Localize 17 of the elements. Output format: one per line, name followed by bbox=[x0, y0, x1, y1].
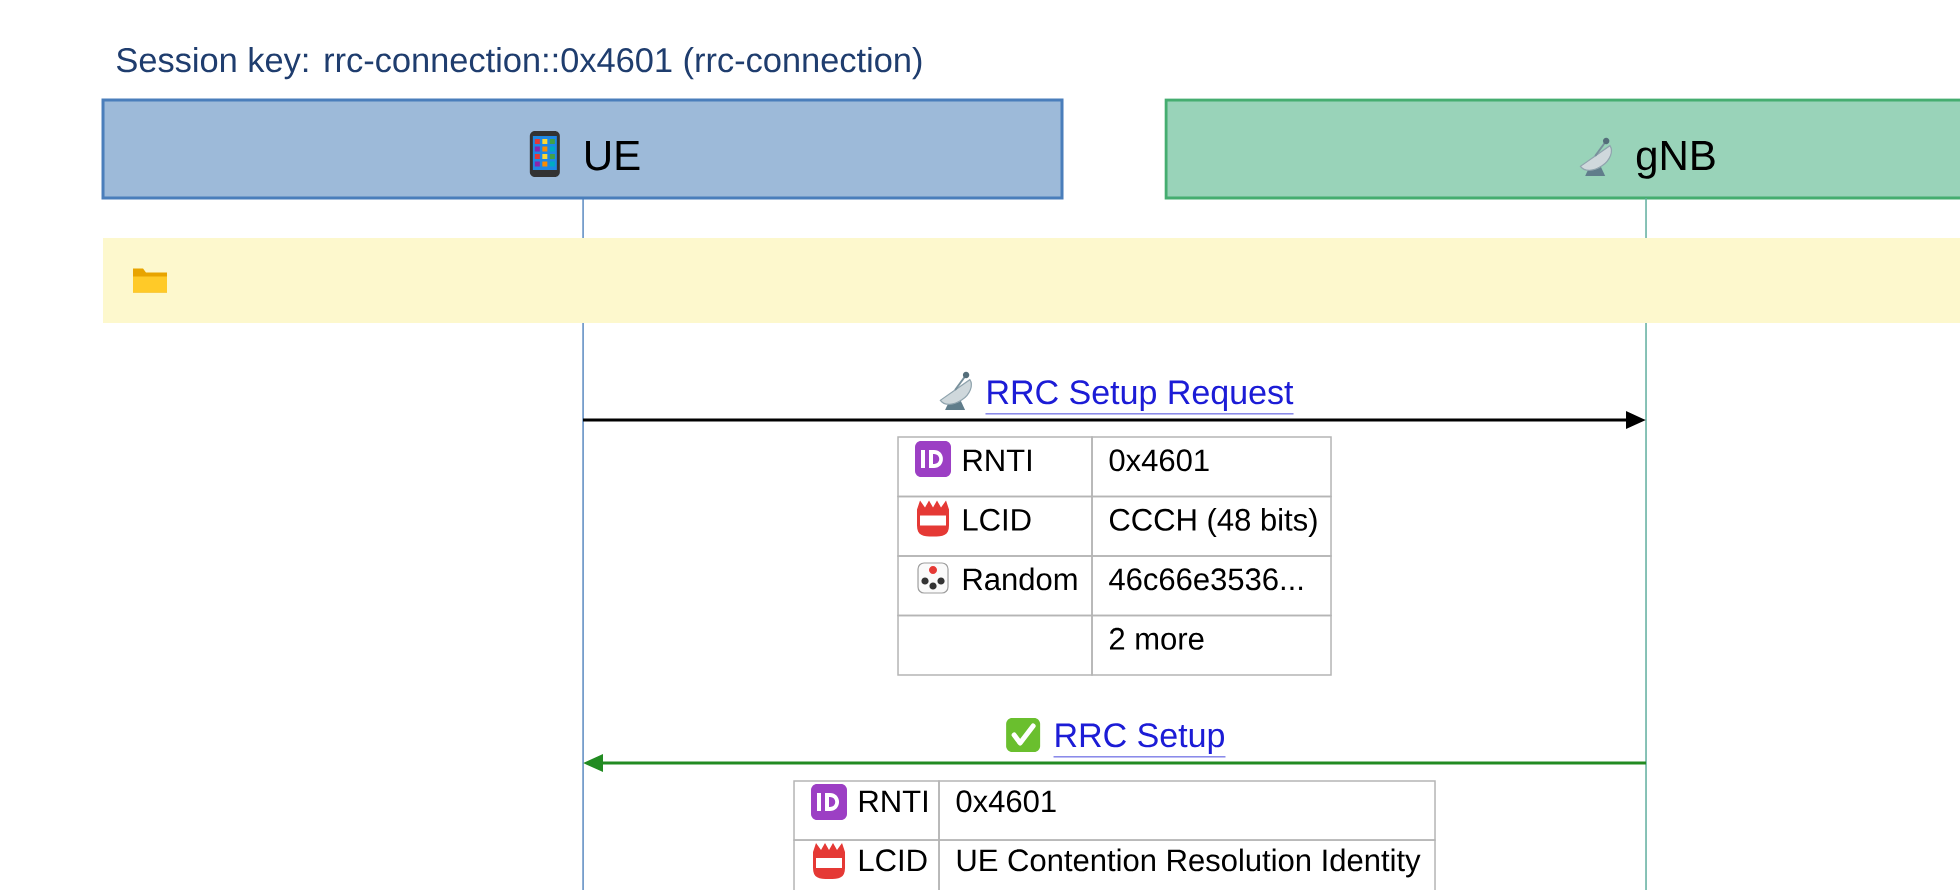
table-cell: CCCH (48 bits) bbox=[1091, 495, 1332, 557]
edge-label: RRC Setup Request bbox=[985, 380, 1294, 415]
table-cell: 46c66e3536... bbox=[1091, 555, 1332, 617]
table-cell: LCID bbox=[793, 839, 940, 890]
table-cell: RNTI bbox=[897, 436, 1093, 498]
table-cell: UE Contention Resolution Identity bbox=[938, 839, 1436, 890]
table-cell: Random bbox=[897, 555, 1093, 617]
edge-label: RRC Setup bbox=[1053, 723, 1226, 758]
participant-box: gNB bbox=[1164, 98, 1960, 200]
participant-box: UE bbox=[101, 98, 1064, 200]
table-cell: LCID bbox=[897, 495, 1093, 557]
table-cell: 2 more bbox=[1091, 614, 1332, 676]
title: Session key: rrc-connection::0x4601 (rrc-connection) bbox=[116, 47, 922, 80]
table-cell: RNTI bbox=[793, 780, 940, 841]
table-cell: 0x4601 bbox=[938, 780, 1436, 841]
table-cell: 0x4601 bbox=[1091, 436, 1332, 498]
highlight-band bbox=[103, 238, 1960, 323]
